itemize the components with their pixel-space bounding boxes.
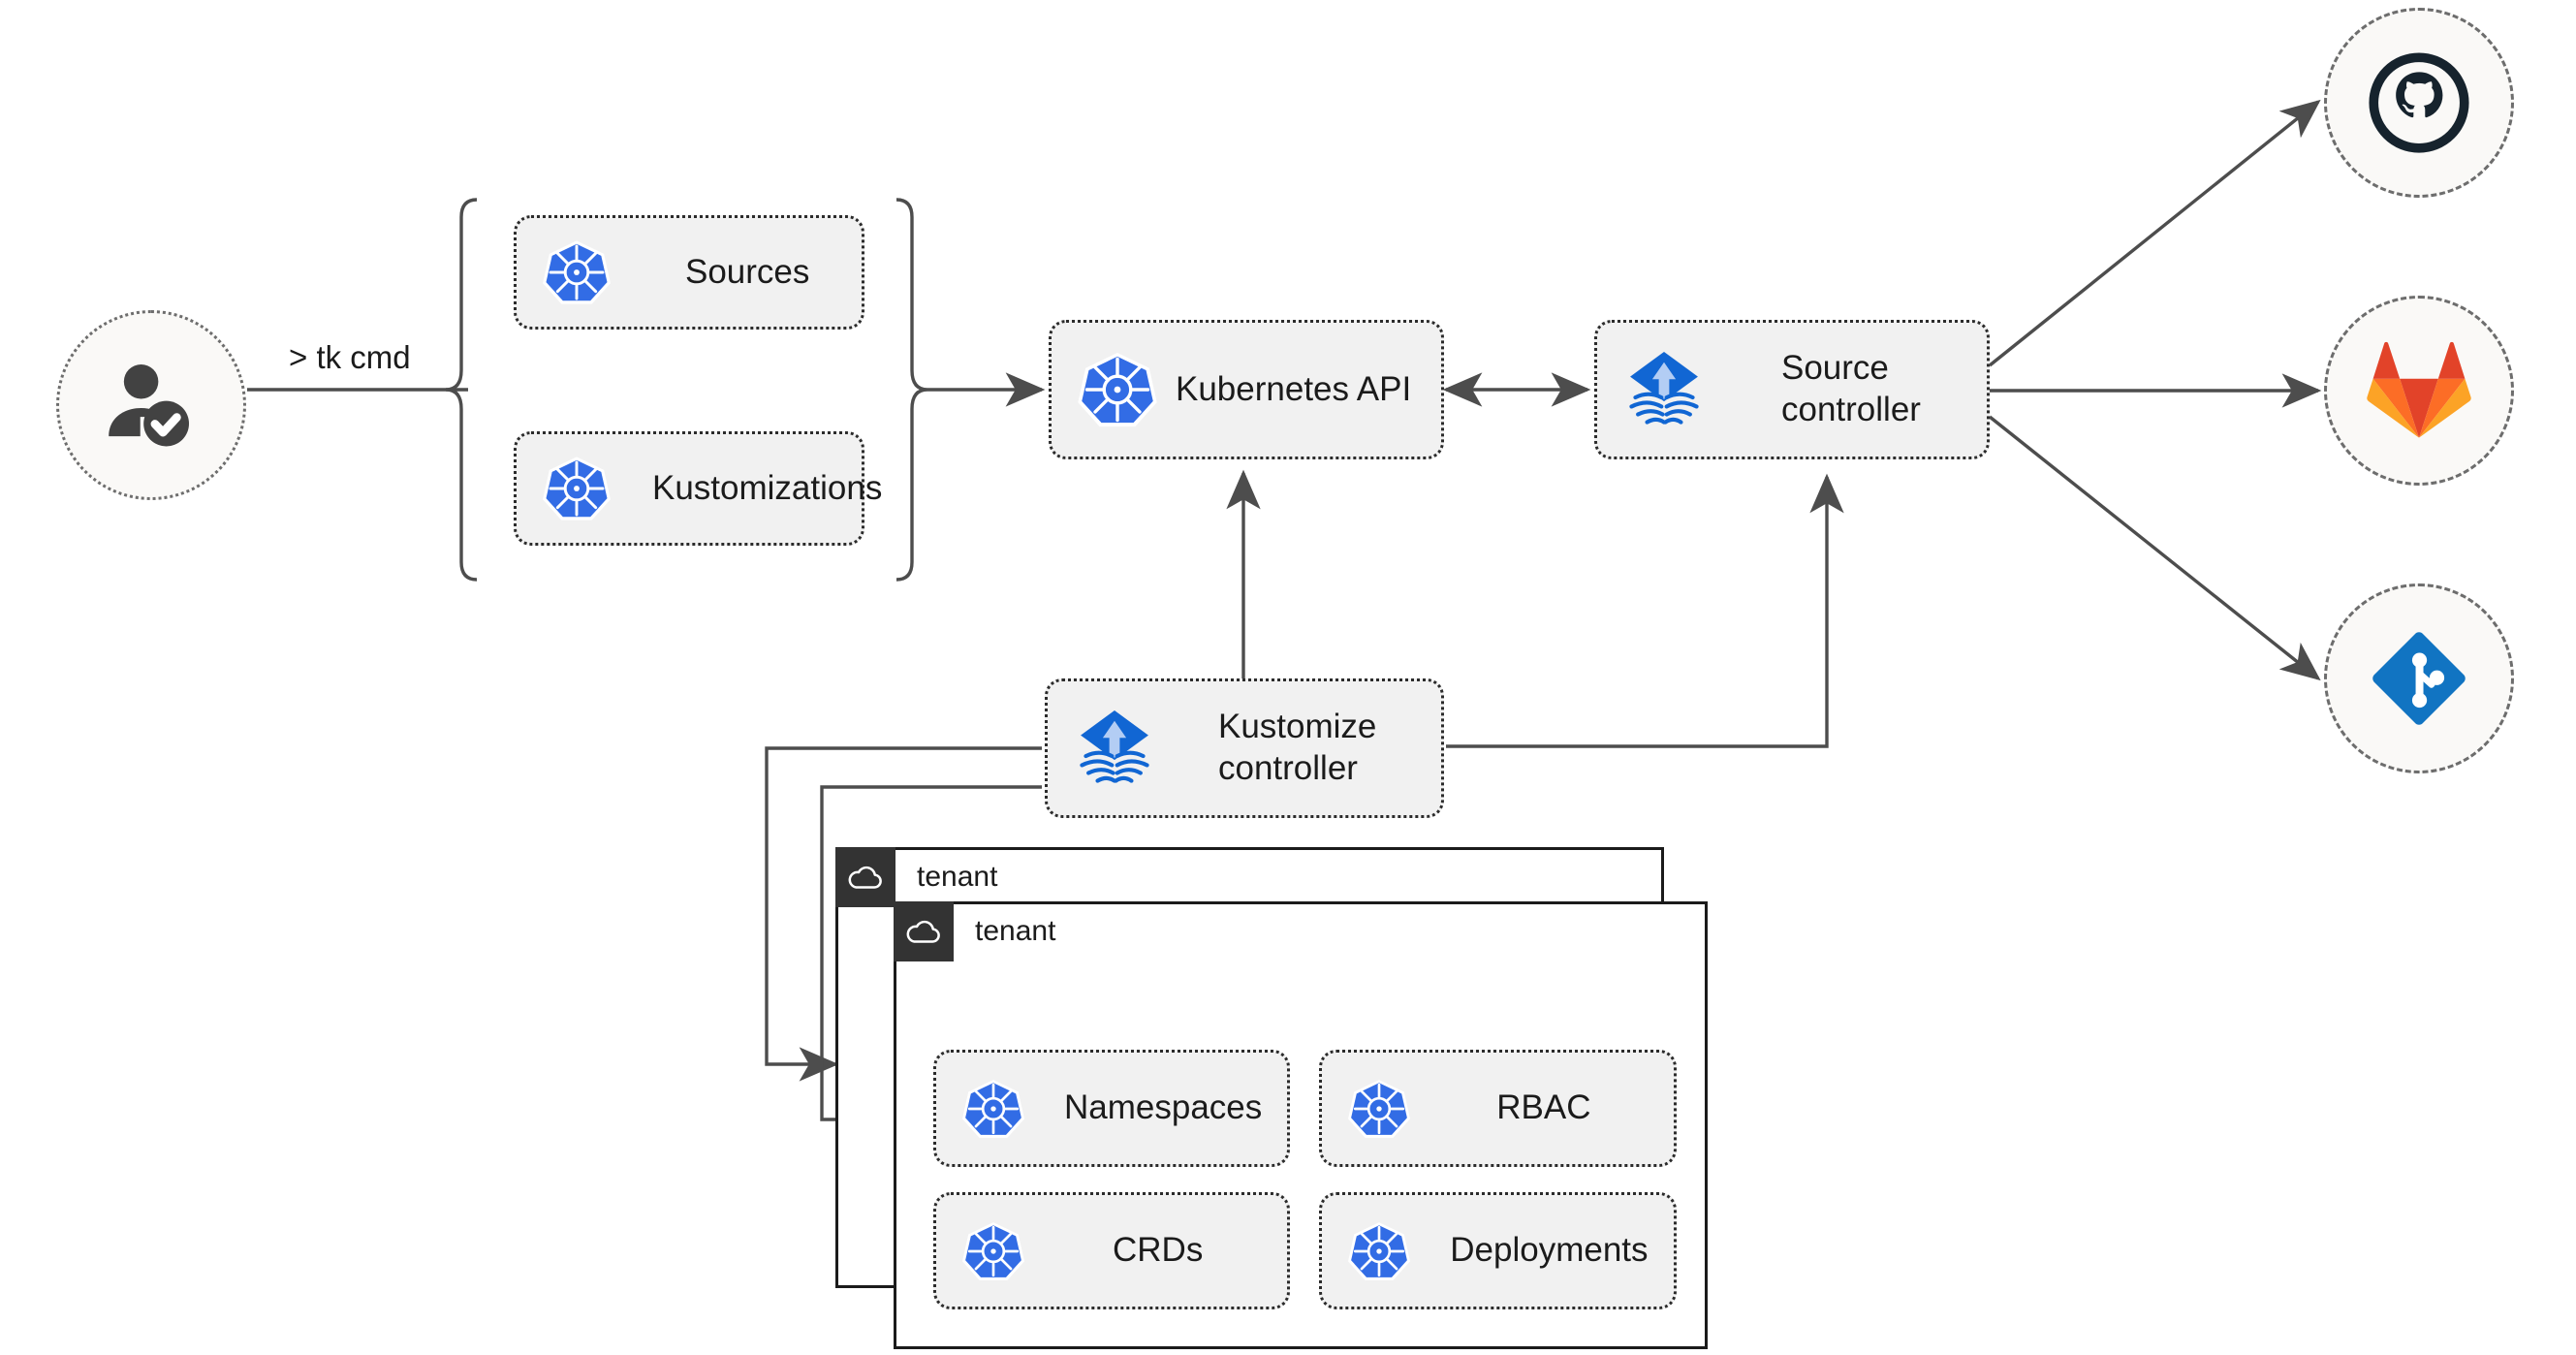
node-label: CRDs bbox=[1113, 1231, 1204, 1270]
tenant-header: tenant bbox=[835, 847, 997, 907]
node-kustomize-controller[interactable]: Kustomize controller bbox=[1045, 678, 1444, 818]
tenant-label: tenant bbox=[917, 861, 998, 893]
node-label: Source controller bbox=[1781, 349, 1921, 428]
kubernetes-icon bbox=[543, 457, 611, 520]
node-rbac[interactable]: RBAC bbox=[1319, 1050, 1677, 1167]
tenant-label: tenant bbox=[975, 915, 1056, 947]
node-namespaces[interactable]: Namespaces bbox=[933, 1050, 1291, 1167]
gitlab-icon bbox=[2367, 341, 2471, 438]
flux-icon bbox=[1629, 352, 1699, 425]
kubernetes-icon bbox=[1078, 352, 1157, 427]
node-label: Namespaces bbox=[1064, 1088, 1263, 1127]
node-kubernetes-api[interactable]: Kubernetes API bbox=[1049, 320, 1444, 459]
brace-right bbox=[895, 198, 928, 582]
node-source-controller[interactable]: Source controller bbox=[1594, 320, 1990, 459]
user-actor[interactable] bbox=[56, 310, 246, 500]
user-check-icon bbox=[109, 363, 189, 447]
cloud-icon bbox=[848, 866, 882, 889]
cloud-badge bbox=[835, 847, 895, 907]
node-deployments[interactable]: Deployments bbox=[1319, 1192, 1677, 1309]
edge-kustomize-source bbox=[1446, 473, 1844, 748]
tenant-cluster-front[interactable]: tenant Namespaces bbox=[894, 901, 1708, 1349]
tenant-header: tenant bbox=[894, 901, 1055, 961]
cloud-icon bbox=[906, 920, 940, 943]
brace-left bbox=[445, 198, 478, 582]
node-kustomizations[interactable]: Kustomizations bbox=[514, 431, 882, 546]
node-label: Kustomize controller bbox=[1218, 708, 1377, 787]
kubernetes-icon bbox=[962, 1079, 1024, 1138]
provider-git[interactable] bbox=[2324, 583, 2514, 773]
git-icon bbox=[2372, 632, 2466, 725]
kubernetes-icon bbox=[962, 1221, 1024, 1280]
node-sources[interactable]: Sources bbox=[514, 215, 864, 330]
node-label: Kubernetes API bbox=[1176, 369, 1412, 408]
edge-source-github bbox=[1988, 99, 2321, 367]
github-icon bbox=[2369, 52, 2469, 153]
node-label: Sources bbox=[685, 252, 810, 291]
flux-icon bbox=[1080, 710, 1149, 783]
node-label: Kustomizations bbox=[652, 468, 883, 507]
edge-source-git bbox=[1988, 415, 2321, 681]
node-crds[interactable]: CRDs bbox=[933, 1192, 1291, 1309]
command-label: > tk cmd bbox=[289, 339, 411, 375]
node-label: Deployments bbox=[1450, 1231, 1649, 1270]
kubernetes-icon bbox=[1348, 1221, 1411, 1280]
kubernetes-icon bbox=[543, 240, 611, 304]
provider-github[interactable] bbox=[2324, 8, 2514, 198]
cloud-badge bbox=[894, 901, 954, 961]
node-label: RBAC bbox=[1496, 1088, 1591, 1127]
tenant-resource-grid: Namespaces RBAC bbox=[933, 1050, 1677, 1309]
kubernetes-icon bbox=[1348, 1079, 1411, 1138]
provider-gitlab[interactable] bbox=[2324, 296, 2514, 486]
